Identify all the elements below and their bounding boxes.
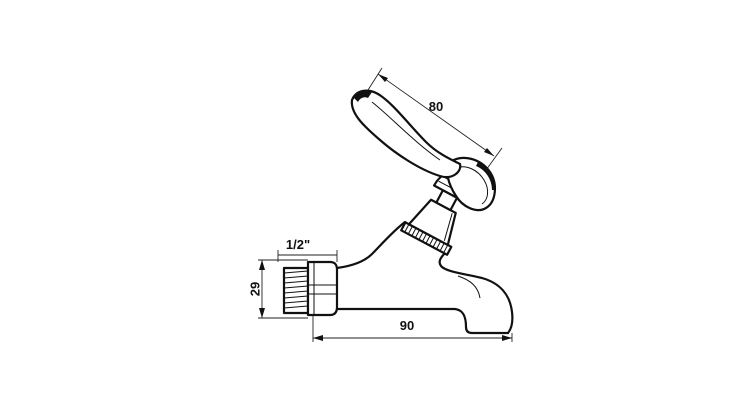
dimension-label-80: 80 bbox=[429, 99, 443, 114]
dimension-label-thread: 1/2" bbox=[286, 237, 310, 252]
dimension-handle-length bbox=[367, 67, 503, 171]
thread-lines bbox=[283, 270, 309, 309]
dimension-label-90: 90 bbox=[400, 318, 414, 333]
wall-connection bbox=[282, 260, 339, 317]
lever-handle bbox=[350, 89, 462, 179]
dimension-spout-length bbox=[312, 315, 513, 342]
knurled-ring bbox=[404, 224, 449, 254]
dimension-height bbox=[258, 259, 308, 319]
dimension-label-29: 29 bbox=[247, 282, 262, 296]
faucet-spout bbox=[335, 220, 514, 335]
